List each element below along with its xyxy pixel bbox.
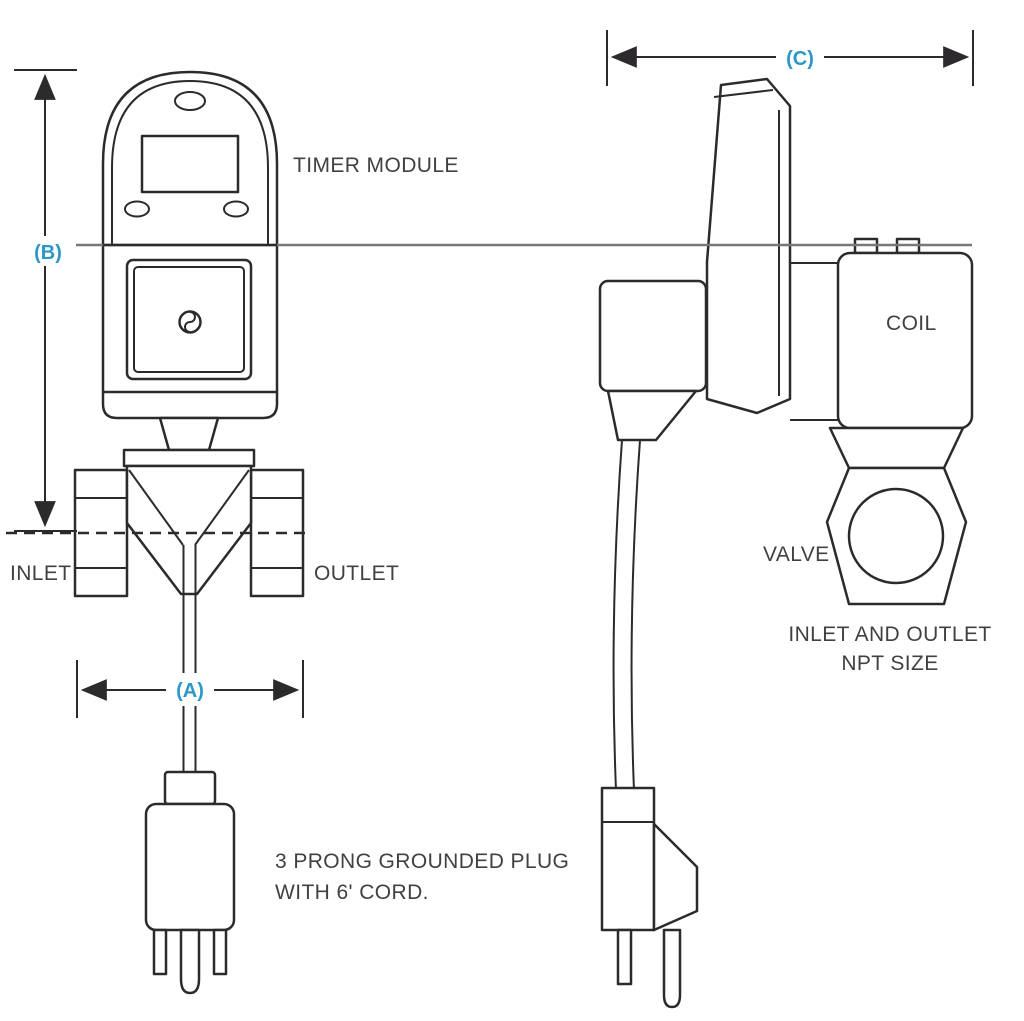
inlet-label: INLET xyxy=(10,562,72,585)
plug-body-side xyxy=(600,786,656,932)
cord-side xyxy=(612,439,641,791)
cord-line xyxy=(630,439,641,791)
valve-hex-body xyxy=(825,466,968,606)
valve-label: VALVE xyxy=(763,543,830,566)
connector-panel-inner xyxy=(133,266,245,373)
dimension-label-bg xyxy=(166,673,214,706)
plug-ground-pin xyxy=(179,928,201,995)
valve-side xyxy=(825,426,968,606)
button-right xyxy=(223,200,249,218)
plug-ground-pin-side xyxy=(662,928,682,1009)
dimension-label-bg xyxy=(26,236,70,266)
connector-block xyxy=(598,279,708,393)
timer-module-label: TIMER MODULE xyxy=(293,154,459,177)
display-screen xyxy=(140,134,240,194)
valve-flange xyxy=(122,448,256,468)
valve-front xyxy=(73,416,305,598)
dimension-label-bg xyxy=(776,41,824,74)
valve-bonnet xyxy=(828,426,965,470)
valve-body xyxy=(125,464,253,596)
npt-port-opening xyxy=(847,487,945,585)
plug-body xyxy=(144,802,236,932)
dimension-b: (B) xyxy=(14,69,77,532)
plug-note-line2: WITH 6' CORD. xyxy=(275,881,429,904)
callout-labels: TIMER MODULE INLET OUTLET COIL VALVE INL… xyxy=(10,154,991,904)
outlet-label: OUTLET xyxy=(314,562,399,585)
timer-module-top-bevel xyxy=(713,89,774,98)
plug-blade-left xyxy=(152,928,168,976)
coil-body xyxy=(836,251,974,430)
cord-front xyxy=(182,545,197,774)
dimension-a-label: (A) xyxy=(176,680,204,702)
connector-panel-outer xyxy=(125,258,253,381)
front-view xyxy=(6,70,312,995)
coil-label: COIL xyxy=(886,312,937,335)
dimension-b-label: (B) xyxy=(34,242,62,264)
plug-side xyxy=(600,786,699,1009)
dimension-c: (C) xyxy=(606,30,974,86)
plug-blade-side xyxy=(616,928,633,986)
button-left xyxy=(124,200,150,218)
plug-strain-relief xyxy=(163,770,217,806)
plug-note-line1: 3 PRONG GROUNDED PLUG xyxy=(275,850,569,873)
plug-blade-right xyxy=(212,928,228,976)
mounting-hole-top xyxy=(174,91,206,111)
dimension-c-label: (C) xyxy=(786,48,814,70)
plug-front xyxy=(144,770,236,995)
valve-neck xyxy=(158,416,220,452)
npt-size-label-line1: INLET AND OUTLET xyxy=(788,623,991,646)
cord-line xyxy=(612,439,623,791)
npt-size-label-line2: NPT SIZE xyxy=(841,652,938,675)
plug-wedge xyxy=(652,822,699,932)
connector-taper xyxy=(606,389,698,442)
timer-module-inner-arch xyxy=(111,80,269,245)
din-connector-side xyxy=(598,279,708,442)
dimension-a: (A) xyxy=(76,660,304,718)
screw-slot xyxy=(184,311,196,333)
